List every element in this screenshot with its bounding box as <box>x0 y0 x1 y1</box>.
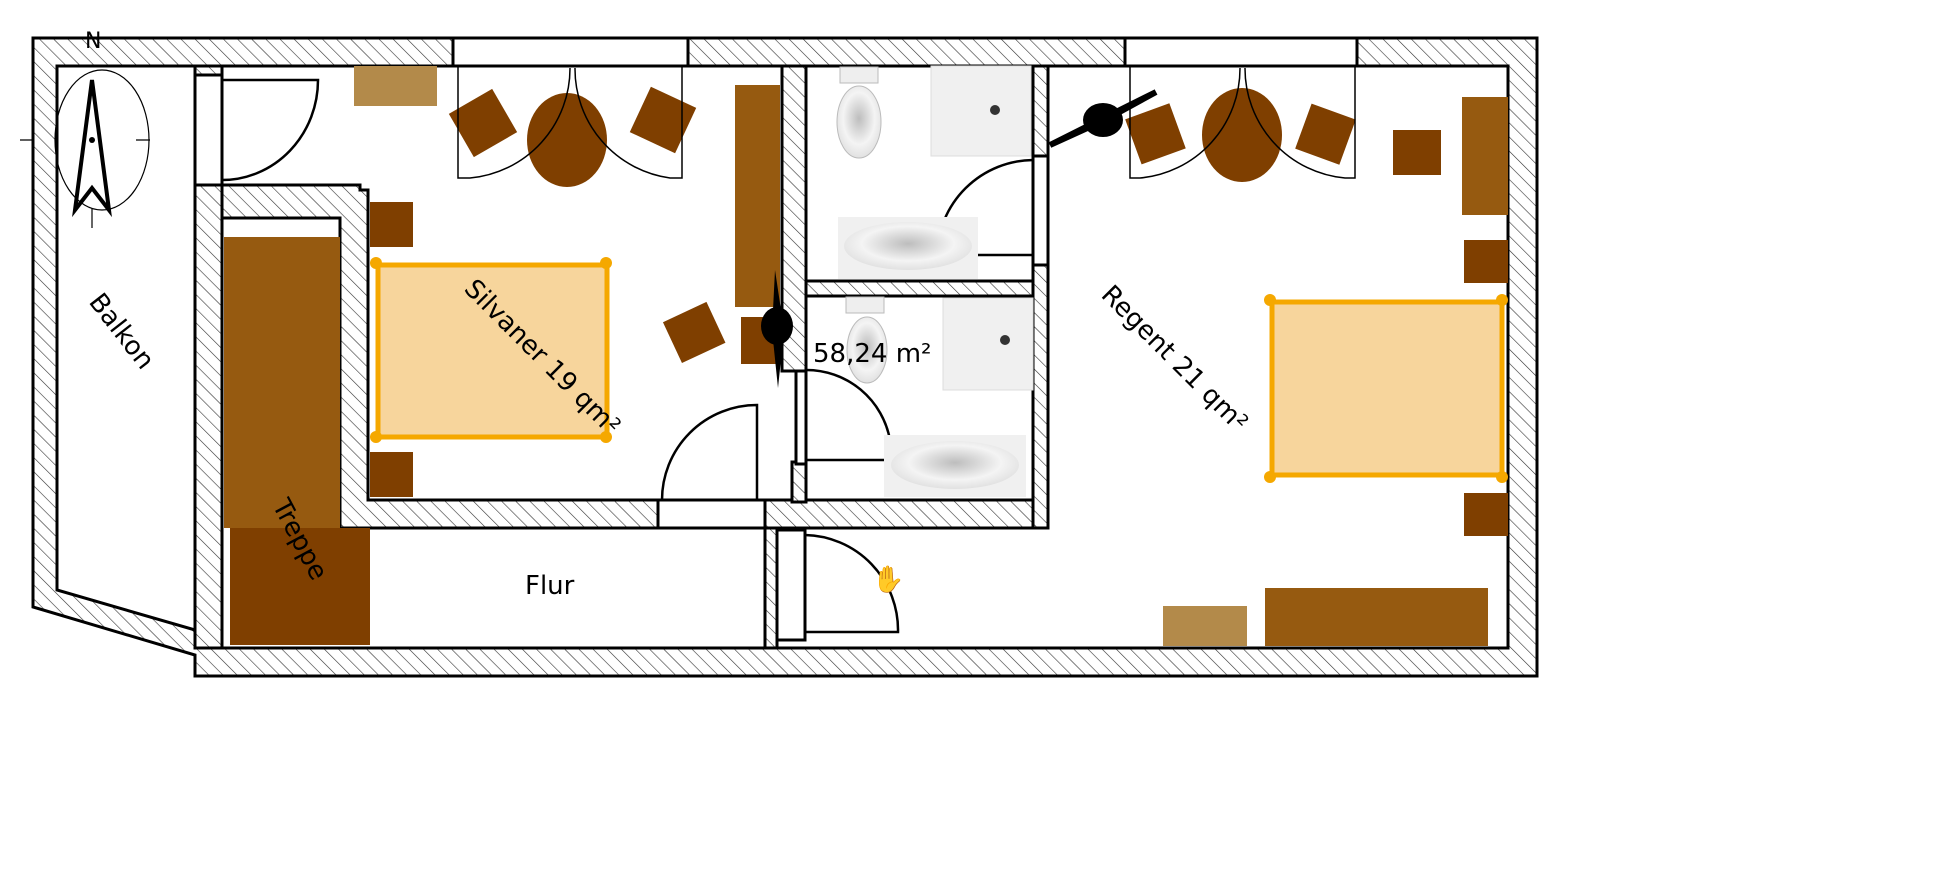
sideboard <box>1265 588 1488 646</box>
dresser <box>1163 606 1247 646</box>
bathroom-fixtures[interactable] <box>836 65 1034 497</box>
chair <box>1125 103 1186 165</box>
stairs-lower[interactable] <box>230 528 370 645</box>
round-table <box>527 93 607 187</box>
chair <box>1295 103 1356 165</box>
chair <box>662 301 726 363</box>
stairs[interactable] <box>224 237 340 528</box>
dresser <box>354 66 437 106</box>
hand-cursor-icon: ✋ <box>872 564 904 595</box>
wardrobe <box>1462 97 1508 215</box>
toilet <box>836 85 882 159</box>
door-frame-bath-lower[interactable] <box>794 369 808 466</box>
nightstand <box>1464 240 1508 283</box>
door-swing-silvaner <box>660 403 759 501</box>
window[interactable] <box>1123 36 1359 68</box>
wardrobe <box>735 85 780 307</box>
door-frame-silvaner[interactable] <box>656 498 767 530</box>
chair <box>1393 130 1441 175</box>
compass-icon[interactable]: N <box>20 29 150 228</box>
room-label-regent: Regent 21 qm² <box>1095 280 1253 438</box>
window-swing <box>457 66 683 179</box>
entrance-door-frame[interactable] <box>775 528 807 642</box>
door-frame-bath-upper[interactable] <box>1031 154 1050 267</box>
bed-regent <box>1269 299 1505 478</box>
room-label-hallway: Flur <box>525 571 575 601</box>
bed-silvaner <box>375 262 610 440</box>
furniture-right[interactable] <box>1048 66 1508 646</box>
window[interactable] <box>451 36 690 68</box>
chair <box>629 86 697 154</box>
total-area-label: 58,24 m² <box>813 339 931 369</box>
shower <box>930 65 1032 157</box>
toilet <box>846 316 888 384</box>
round-table <box>1202 88 1282 182</box>
entrance-door-swing <box>804 533 900 634</box>
furniture-left[interactable] <box>354 66 793 497</box>
shower <box>942 297 1034 391</box>
nightstand <box>370 452 413 497</box>
nightstand <box>1464 493 1508 536</box>
balcony-door-frame[interactable] <box>193 73 224 187</box>
balcony-door-swing <box>221 78 320 182</box>
nightstand <box>370 202 413 247</box>
compass-north-label: N <box>85 29 101 54</box>
room-label-balcony: Balkon <box>82 288 160 375</box>
door-swing-bath-lower <box>805 368 892 462</box>
chair <box>448 88 518 158</box>
